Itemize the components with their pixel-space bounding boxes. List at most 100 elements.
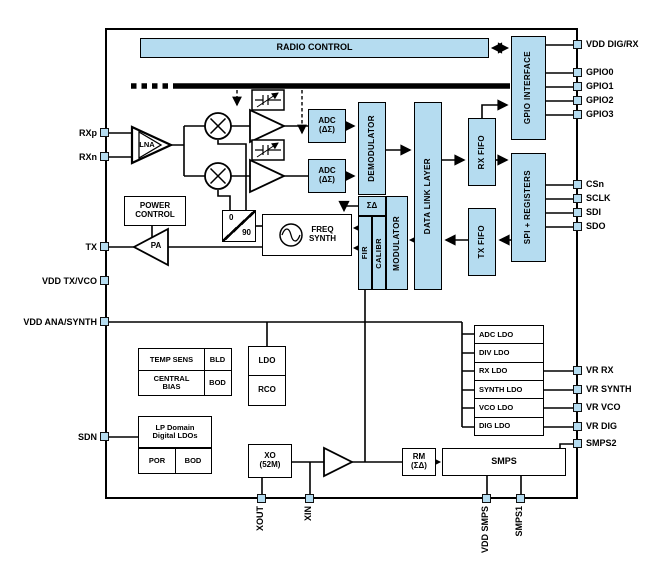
- mixer1-icon: [204, 112, 232, 140]
- ldo-stack-row: DIV LDO: [475, 344, 543, 363]
- pin-square: [573, 208, 582, 217]
- block-por-bod: POR BOD: [138, 448, 212, 474]
- ldo-stack-row: RX LDO: [475, 363, 543, 381]
- pin-label: XOUT: [255, 506, 265, 532]
- pin-square: [100, 317, 109, 326]
- pin-square: [573, 422, 582, 431]
- block-adc2: ADC (ΔΣ): [308, 159, 346, 193]
- block-tx-fifo: TX FIFO: [468, 208, 496, 276]
- lna-icon: [130, 125, 174, 165]
- block-radio-control: RADIO CONTROL: [140, 38, 489, 58]
- block-freq-synth: FREQ SYNTH: [262, 214, 352, 256]
- pin-label: VDD DIG/RX: [586, 39, 639, 49]
- pin-label: TX: [85, 242, 97, 252]
- pin-label: GPIO1: [586, 81, 614, 91]
- pin-square: [100, 152, 109, 161]
- power-control-line2: CONTROL: [135, 210, 175, 219]
- pin-label: SDI: [586, 207, 602, 217]
- fir-label: FIR: [359, 246, 369, 260]
- pin-square: [573, 110, 582, 119]
- freq-synth-line1: FREQ: [311, 225, 334, 235]
- pin-square: [100, 432, 109, 441]
- lp-domain-line2: Digital LDOs: [152, 431, 198, 440]
- pin-square: [100, 276, 109, 285]
- adc1-label-line2: (ΔΣ): [319, 125, 335, 134]
- block-calibr: CALIBR: [372, 216, 386, 290]
- rx-amp1-icon: [249, 108, 287, 144]
- phase-90-label: 90: [242, 228, 251, 238]
- demodulator-label: DEMODULATOR: [366, 115, 376, 182]
- block-ldo-rco: LDO RCO: [248, 346, 286, 406]
- block-fir: FIR: [358, 216, 372, 290]
- block-xo: XO (52M): [248, 444, 292, 478]
- ldo-cell: LDO: [258, 355, 276, 365]
- block-phase-splitter: 0 90: [222, 210, 256, 242]
- lp-domain-line1: LP Domain: [155, 422, 195, 432]
- pin-label: SCLK: [586, 193, 611, 203]
- pin-square: [305, 494, 314, 503]
- modulator-label: MODULATOR: [391, 215, 401, 271]
- block-sigma-delta: ΣΔ: [358, 196, 386, 216]
- control-bus: [131, 83, 510, 135]
- gpio-interface-label: GPIO INTERFACE: [523, 51, 533, 125]
- xo-line2: (52M): [259, 460, 281, 469]
- pin-label: SMPS1: [514, 506, 524, 537]
- pin-label: GPIO3: [586, 109, 614, 119]
- pin-label: XIN: [303, 506, 313, 522]
- pin-label: SDN: [77, 432, 97, 442]
- pin-square: [573, 194, 582, 203]
- pin-label: SDO: [586, 221, 606, 231]
- tunable-filter1-icon: [251, 89, 285, 111]
- pin-label: VR RX: [586, 365, 614, 375]
- tunable-filter2-icon: [251, 139, 285, 161]
- data-link-layer-label: DATA LINK LAYER: [422, 157, 432, 235]
- pin-label: VR VCO: [586, 402, 621, 412]
- spi-registers-label: SPI + REGISTERS: [523, 170, 533, 245]
- central-bias-line1: CENTRAL: [153, 374, 190, 384]
- smps-label: SMPS: [491, 456, 517, 467]
- block-rm: RM (ΣΔ): [402, 448, 436, 476]
- central-bias-cell: CENTRAL BIAS: [139, 371, 204, 395]
- bld-cell: BLD: [204, 349, 230, 370]
- pin-square: [573, 82, 582, 91]
- bod2-cell: BOD: [174, 449, 211, 473]
- pin-label: VR SYNTH: [586, 384, 632, 394]
- pin-square: [573, 403, 582, 412]
- pin-square: [257, 494, 266, 503]
- pin-square: [573, 366, 582, 375]
- pin-square: [573, 96, 582, 105]
- freq-synth-line2: SYNTH: [308, 234, 337, 243]
- pin-square: [573, 68, 582, 77]
- por-cell: POR: [148, 456, 166, 466]
- pin-square: [516, 494, 525, 503]
- temp-sens-cell: TEMP SENS: [149, 354, 194, 364]
- pin-label: RXn: [79, 152, 97, 162]
- pin-label: CSn: [586, 179, 604, 189]
- block-adc1: ADC (ΔΣ): [308, 109, 346, 143]
- chip-boundary: [105, 28, 578, 499]
- pin-square: [573, 439, 582, 448]
- pin-square: [573, 222, 582, 231]
- pin-label: GPIO0: [586, 67, 614, 77]
- pin-label: VR DIG: [586, 421, 618, 431]
- pin-label: VDD SMPS: [480, 506, 490, 554]
- radio-control-label: RADIO CONTROL: [276, 42, 353, 53]
- sigma-delta-label: ΣΔ: [366, 200, 378, 210]
- calibr-label: CALIBR: [373, 237, 383, 269]
- adc1-label-line1: ADC: [318, 116, 336, 126]
- bod-cell: BOD: [204, 371, 230, 395]
- ldo-stack-row: VCO LDO: [475, 399, 543, 418]
- block-power-control: POWER CONTROL: [124, 196, 186, 226]
- rx-fifo-label: RX FIFO: [476, 134, 486, 170]
- rm-line2: (ΣΔ): [411, 461, 427, 470]
- pin-square: [573, 40, 582, 49]
- block-bias-table: TEMP SENS BLD CENTRAL BIAS BOD: [138, 348, 232, 396]
- block-demodulator: DEMODULATOR: [358, 102, 386, 195]
- signal-wires: [109, 44, 573, 495]
- ldo-stack-row: ADC LDO: [475, 326, 543, 345]
- block-spi-registers: SPI + REGISTERS: [511, 153, 546, 262]
- adc2-label-line1: ADC: [318, 166, 336, 176]
- block-ldo-stack: ADC LDO DIV LDO RX LDO SYNTH LDO VCO LDO…: [474, 325, 544, 436]
